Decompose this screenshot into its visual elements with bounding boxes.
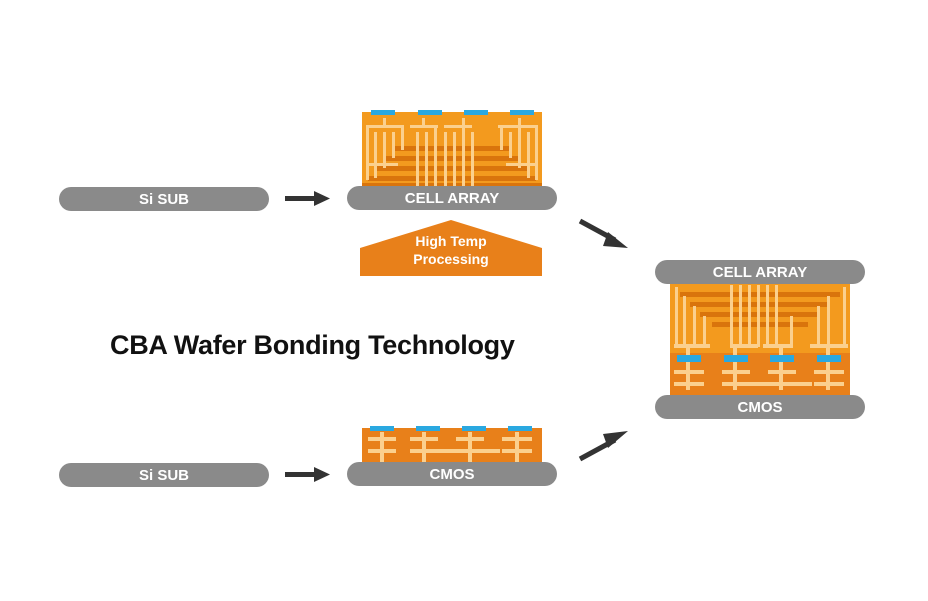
cmos-pill-bonded: CMOS (655, 395, 865, 419)
arrow-up-right-icon (578, 431, 628, 462)
arrow-right-icon (285, 467, 330, 482)
bonded-block (670, 283, 850, 398)
high-temp-processing-label: High Temp Processing (360, 232, 542, 268)
arrow-right-icon (285, 191, 330, 206)
cmos-block-bottom (362, 426, 542, 464)
diagram-title: CBA Wafer Bonding Technology (110, 330, 515, 360)
process-label-line2: Processing (413, 251, 489, 267)
si-sub-pill-bottom: Si SUB (59, 463, 269, 487)
process-label-line1: High Temp (415, 233, 487, 249)
arrow-down-right-icon (578, 218, 628, 248)
cell-array-pill-top: CELL ARRAY (347, 186, 557, 210)
cell-array-block-top (362, 110, 542, 188)
cmos-pill-bottom: CMOS (347, 462, 557, 486)
high-temp-processing-shape (360, 220, 542, 276)
si-sub-pill-top: Si SUB (59, 187, 269, 211)
cell-array-pill-bonded: CELL ARRAY (655, 260, 865, 284)
